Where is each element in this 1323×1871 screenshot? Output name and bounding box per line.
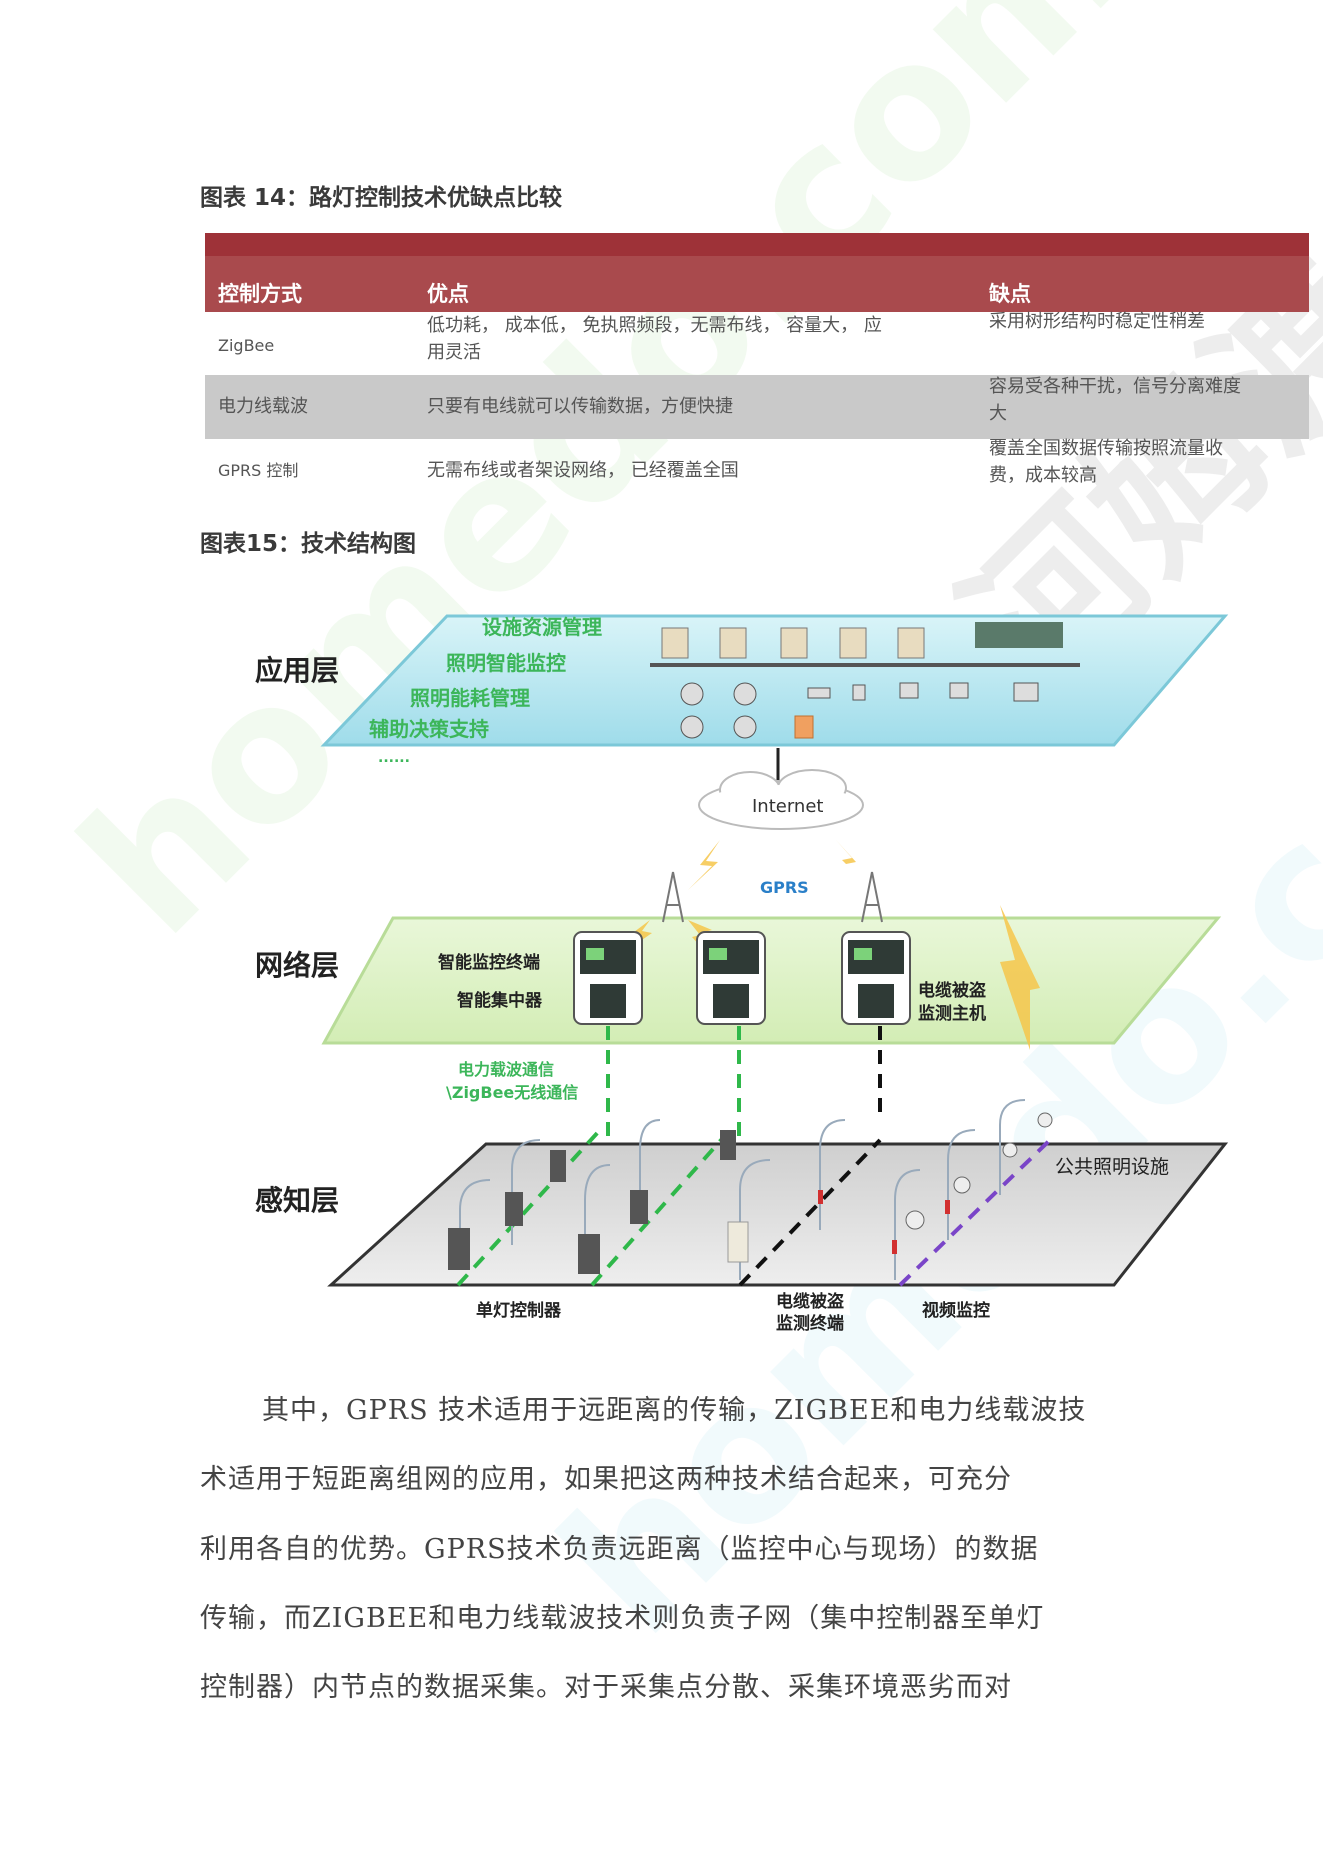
cell-pros: 只要有电线就可以传输数据，方便快捷 <box>427 396 733 417</box>
table-header: 控制方式 优点 缺点 <box>205 233 1309 312</box>
video-monitoring-label: 视频监控 <box>922 1300 990 1321</box>
concentrator-label: 智能集中器 <box>457 990 543 1011</box>
concentrator-devices <box>573 931 911 1025</box>
body-line: 术适用于短距离组网的应用，如果把这两种技术结合起来，可充分 <box>200 1464 1012 1495</box>
comparison-table: 控制方式 优点 缺点 ZigBee 低功耗， 成本低， 免执照频段，无需布线， … <box>205 233 1309 498</box>
body-line: 控制器）内节点的数据采集。对于采集点分散、采集环境恶劣而对 <box>200 1672 1012 1703</box>
figure15-caption: 图表15：技术结构图 <box>200 531 417 557</box>
table-row: 电力线载波 只要有电线就可以传输数据，方便快捷 容易受各种干扰，信号分离难度大 <box>205 375 1309 439</box>
cell-method: GPRS 控制 <box>218 461 299 480</box>
cell-pros: 低功耗， 成本低， 免执照频段，无需布线， 容量大， 应用灵活 <box>427 315 882 363</box>
app-function: 照明能耗管理 <box>410 686 530 710</box>
network-plane <box>321 916 1222 1045</box>
header-pros: 优点 <box>427 282 469 306</box>
comm-label: \ZigBee无线通信 <box>446 1083 578 1102</box>
cable-terminal-label: 电缆被盗 <box>776 1291 844 1312</box>
comm-label: 电力载波通信 <box>458 1060 554 1079</box>
single-lamp-controller-label: 单灯控制器 <box>476 1300 562 1321</box>
body-line: 利用各自的优势。GPRS技术负责远距离（监控中心与现场）的数据 <box>200 1534 1039 1565</box>
layer-sensing: 感知层 <box>255 1184 339 1217</box>
app-function: 辅助决策支持 <box>369 717 489 741</box>
cable-host-label: 电缆被盗 <box>918 980 986 1001</box>
app-more: ...... <box>378 750 410 766</box>
gprs-label: GPRS <box>760 878 809 897</box>
gprs-tower-icon <box>662 871 883 923</box>
app-function: 设施资源管理 <box>482 615 602 639</box>
cell-pros: 无需布线或者架设网络， 已经覆盖全国 <box>427 460 739 481</box>
server-icons <box>650 622 1080 739</box>
table-row: GPRS 控制 无需布线或者架设网络， 已经覆盖全国 覆盖全国数据传输按照流量收… <box>205 438 1309 498</box>
body-line: 传输，而ZIGBEE和电力线载波技术则负责子网（集中控制器至单灯 <box>200 1603 1045 1634</box>
public-lighting-label: 公共照明设施 <box>1055 1156 1169 1178</box>
figure14-caption: 图表 14：路灯控制技术优缺点比较 <box>200 185 563 211</box>
header-cons: 缺点 <box>989 282 1031 306</box>
terminal-label: 智能监控终端 <box>438 952 540 973</box>
internet-label: Internet <box>752 796 823 817</box>
cell-cons: 容易受各种干扰，信号分离难度大 <box>989 376 1241 424</box>
street-lamp-icons <box>459 1099 1026 1280</box>
cell-method: ZigBee <box>218 336 275 355</box>
cable-terminal-label: 监测终端 <box>776 1313 844 1334</box>
internet-cloud-icon <box>698 769 864 830</box>
cable-host-label: 监测主机 <box>918 1003 986 1024</box>
layer-application: 应用层 <box>255 654 339 687</box>
cell-cons: 覆盖全国数据传输按照流量收费，成本较高 <box>989 438 1223 486</box>
body-line: 其中，GPRS 技术适用于远距离的传输，ZIGBEE和电力线载波技 <box>262 1395 1087 1426</box>
table-row: ZigBee 低功耗， 成本低， 免执照频段，无需布线， 容量大， 应用灵活 采… <box>205 311 1309 375</box>
cell-cons: 采用树形结构时稳定性稍差 <box>989 311 1205 332</box>
header-method: 控制方式 <box>218 282 302 306</box>
app-function: 照明智能监控 <box>446 651 566 675</box>
cell-method: 电力线载波 <box>218 396 308 417</box>
application-plane <box>320 614 1229 747</box>
layer-network: 网络层 <box>255 949 339 982</box>
